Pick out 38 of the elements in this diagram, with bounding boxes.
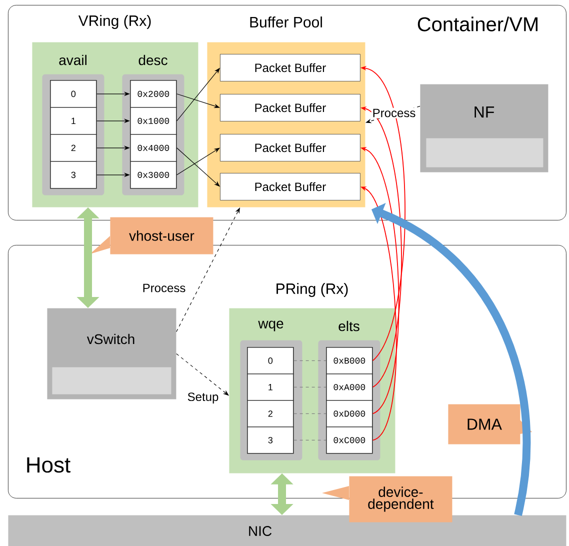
- edge-label: Setup: [186, 392, 220, 404]
- table-cell: 0x2000: [130, 80, 177, 108]
- node-label: desc: [138, 54, 168, 66]
- table-cell: 0x1000: [130, 107, 177, 135]
- table-cell: 3: [247, 426, 294, 454]
- dotted-line: [294, 360, 326, 361]
- inner-box: [52, 367, 172, 394]
- inner-box: [426, 138, 544, 168]
- table-cell: 0: [50, 80, 97, 108]
- table-cell: 3: [50, 161, 97, 189]
- table-cell: 0xD000: [326, 400, 373, 428]
- node-label: Buffer Pool: [250, 16, 322, 28]
- table-cell: 0x4000: [130, 134, 177, 162]
- table-cell: 2: [247, 400, 294, 428]
- table-cell: 0xA000: [326, 374, 373, 401]
- arrow: [176, 148, 220, 176]
- dotted-line: [294, 386, 326, 388]
- node-label: avail: [59, 54, 86, 66]
- callout: DMA: [448, 404, 532, 444]
- node-label: wqe: [258, 320, 284, 332]
- buffer-box: Packet Buffer: [220, 173, 360, 200]
- dotted-line: [294, 413, 326, 414]
- node-label: elts: [338, 320, 360, 332]
- buffer-box: Packet Buffer: [220, 94, 360, 122]
- buffer-box: Packet Buffer: [220, 134, 360, 162]
- table-cell: 0xC000: [326, 426, 373, 454]
- callout: vhost-user: [90, 217, 214, 254]
- node-label: VRing (Rx): [78, 15, 151, 29]
- table-cell: 2: [50, 134, 97, 162]
- buffer-box: Packet Buffer: [220, 54, 360, 82]
- nic-bar: NIC: [8, 515, 566, 546]
- table-cell: 0x3000: [130, 161, 177, 189]
- table-cell: 1: [247, 374, 294, 401]
- node-label: PRing (Rx): [276, 283, 348, 297]
- callout: device-dependent: [322, 476, 452, 522]
- table-cell: 0: [247, 347, 294, 374]
- table-cell: 0xB000: [326, 347, 373, 374]
- table-cell: 1: [50, 107, 97, 135]
